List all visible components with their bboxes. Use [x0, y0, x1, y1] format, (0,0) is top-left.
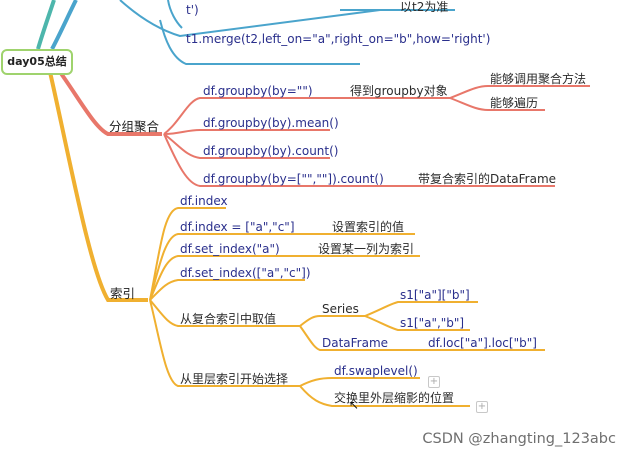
mouse-cursor-icon: ↖ [349, 398, 360, 412]
expand-swap-desc-icon[interactable]: + [476, 401, 488, 413]
merge-note: 以t2为准 [400, 0, 449, 14]
index-swap-desc: 交换里外层缩影的位置 [334, 391, 455, 405]
index-dataframe-access: df.loc["a"].loc["b"] [428, 336, 537, 350]
root-node[interactable]: day05总结 [1, 49, 73, 75]
index-note-2: 设置某一列为索引 [318, 242, 415, 256]
index-item-3: df.set_index("a") [180, 242, 280, 256]
link-from-multi-series [299, 315, 365, 327]
link-obj-ability-2 [449, 97, 545, 111]
expand-swaplevel-icon[interactable]: + [428, 376, 440, 388]
link-index-item1 [149, 207, 226, 301]
link-index-from-multi [149, 299, 300, 327]
link-groupby-item1 [163, 97, 320, 135]
index-inner-select: 从里层索引开始选择 [180, 372, 289, 386]
link-series-access-1 [364, 301, 478, 317]
index-title[interactable]: 索引 [110, 286, 136, 301]
index-item-1: df.index [180, 194, 228, 208]
index-swaplevel: df.swaplevel() [334, 364, 418, 378]
index-dataframe-label: DataFrame [322, 336, 389, 350]
link-series-access-2 [364, 315, 470, 331]
link-inner-swap-desc [299, 385, 470, 407]
link-groupby-item3 [163, 133, 330, 159]
groupby-item-2: df.groupby(by).mean() [203, 116, 339, 130]
link-root-index [48, 71, 148, 302]
index-item-2: df.index = ["a","c"] [180, 220, 295, 234]
link-index-item4 [149, 279, 305, 301]
groupby-ability-1: 能够调用聚合方法 [490, 72, 587, 86]
watermark: CSDN @zhangting_123abc [422, 431, 616, 447]
link-index-item3 [149, 255, 300, 301]
link-inner-swaplevel [299, 377, 420, 387]
index-item-4: df.set_index(["a","c"]) [180, 266, 311, 280]
merge-right-label: t1.merge(t2,left_on="a",right_on="b",how… [186, 32, 491, 46]
link-root-blue [50, 0, 78, 50]
groupby-multiindex-note: 带复合索引的DataFrame [418, 172, 557, 186]
link-blue-right-merge [159, 19, 360, 65]
link-blue-subbranch [119, 0, 381, 38]
link-index-item2 [149, 233, 300, 301]
groupby-object-label: 得到groupby对象 [350, 84, 448, 98]
link-root-teal-1 [36, 0, 56, 50]
merge-partial-label: t') [186, 3, 199, 17]
link-index-inner-select [149, 299, 300, 387]
index-series-access-2: s1["a","b"] [400, 316, 465, 330]
index-note-1: 设置索引的值 [332, 220, 405, 234]
link-root-groupby [58, 70, 162, 136]
index-series-access-1: s1["a"]["b"] [400, 288, 470, 302]
index-series-label: Series [322, 302, 359, 316]
link-groupby-item4 [163, 133, 375, 187]
link-from-multi-dataframe [299, 325, 392, 351]
groupby-item-1: df.groupby(by="") [203, 84, 313, 98]
link-blue-sub-top [167, 0, 183, 29]
groupby-item-4: df.groupby(by=["",""]).count() [203, 172, 384, 186]
groupby-ability-2: 能够遍历 [490, 96, 539, 110]
link-obj-ability-1 [449, 85, 590, 99]
link-groupby-item2 [163, 129, 330, 135]
groupby-item-3: df.groupby(by).count() [203, 144, 339, 158]
index-from-multi: 从复合索引中取值 [180, 312, 277, 326]
groupby-title[interactable]: 分组聚合 [109, 119, 160, 134]
